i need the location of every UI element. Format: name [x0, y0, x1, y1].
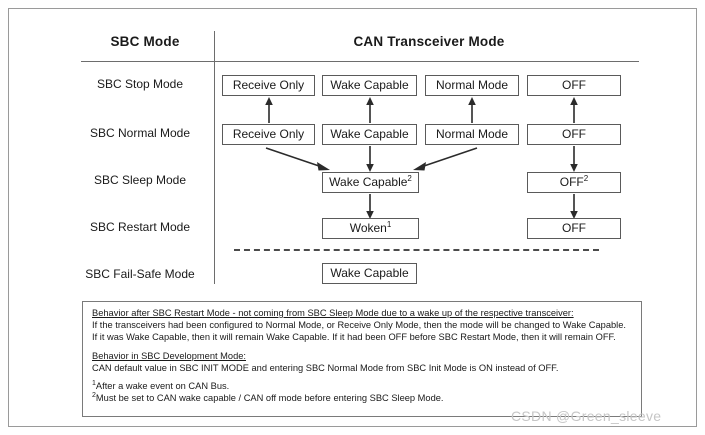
header-can-transceiver-mode: CAN Transceiver Mode [353, 34, 505, 49]
arrow-down-sleep-to-restart-off [568, 194, 580, 219]
box-sleep-off: OFF2 [527, 172, 621, 193]
box-sleep-wake-capable: Wake Capable2 [322, 172, 419, 193]
box-stop-wake-capable: Wake Capable [322, 75, 417, 96]
footnote-2-text: Must be set to CAN wake capable / CAN of… [95, 393, 444, 404]
notes-body-restart: If the transceivers had been configured … [92, 319, 627, 342]
arrow-up-off [568, 97, 580, 123]
box-normal-receive-only: Receive Only [222, 124, 315, 145]
footnote-2: 2Must be set to CAN wake capable / CAN o… [92, 392, 633, 405]
notes-heading-restart: Behavior after SBC Restart Mode - not co… [92, 308, 574, 318]
footnote-1-text: After a wake event on CAN Bus. [95, 381, 230, 392]
footnote-1-marker: 1 [92, 380, 96, 388]
box-restart-woken: Woken1 [322, 218, 419, 239]
footnote-1: 1After a wake event on CAN Bus. [92, 380, 633, 393]
box-sleep-wake-capable-superscript: 2 [407, 174, 412, 183]
box-normal-normal-mode: Normal Mode [425, 124, 519, 145]
box-stop-receive-only: Receive Only [222, 75, 315, 96]
box-normal-off: OFF [527, 124, 621, 145]
box-restart-off: OFF [527, 218, 621, 239]
notes-body-development: CAN default value in SBC INIT MODE and e… [92, 362, 559, 373]
header-sbc-mode: SBC Mode [110, 34, 180, 49]
row-label-sbc-sleep-mode: SBC Sleep Mode [93, 173, 187, 187]
arrow-down-sleep-to-restart-wake [364, 194, 376, 219]
row-label-sbc-normal-mode: SBC Normal Mode [89, 126, 191, 140]
row-label-sbc-fail-safe-mode: SBC Fail-Safe Mode [85, 267, 195, 281]
watermark: CSDN @Green_sleeve [511, 408, 662, 424]
header-rule [81, 61, 639, 62]
diagram-frame: SBC Mode CAN Transceiver Mode SBC Stop M… [8, 8, 697, 427]
notes-box: Behavior after SBC Restart Mode - not co… [82, 301, 642, 417]
box-sleep-off-superscript: 2 [583, 174, 589, 183]
arrow-down-wake-capable-to-sleep [364, 146, 376, 172]
arrow-up-receive-only [263, 97, 275, 123]
arrow-up-wake-capable [364, 97, 376, 123]
arrow-up-normal-mode [466, 97, 478, 123]
box-sleep-off-label: OFF [559, 175, 584, 189]
box-sleep-wake-capable-label: Wake Capable [329, 175, 408, 189]
box-stop-off: OFF [527, 75, 621, 96]
column-divider [214, 31, 215, 284]
box-normal-wake-capable: Wake Capable [322, 124, 417, 145]
dashed-separator [234, 249, 599, 251]
box-stop-normal-mode: Normal Mode [425, 75, 519, 96]
arrow-diagonal-receive-only-to-wake-capable [264, 146, 334, 179]
footnote-2-marker: 2 [92, 392, 96, 400]
row-label-sbc-restart-mode: SBC Restart Mode [89, 220, 191, 234]
box-failsafe-wake-capable: Wake Capable [322, 263, 417, 284]
box-restart-woken-superscript: 1 [386, 220, 392, 229]
arrow-diagonal-normal-mode-to-wake-capable [409, 146, 479, 179]
box-restart-woken-label: Woken [349, 221, 387, 235]
row-label-sbc-stop-mode: SBC Stop Mode [96, 77, 184, 91]
arrow-down-off-to-sleep [568, 146, 580, 172]
notes-heading-development: Behavior in SBC Development Mode: [92, 350, 246, 361]
